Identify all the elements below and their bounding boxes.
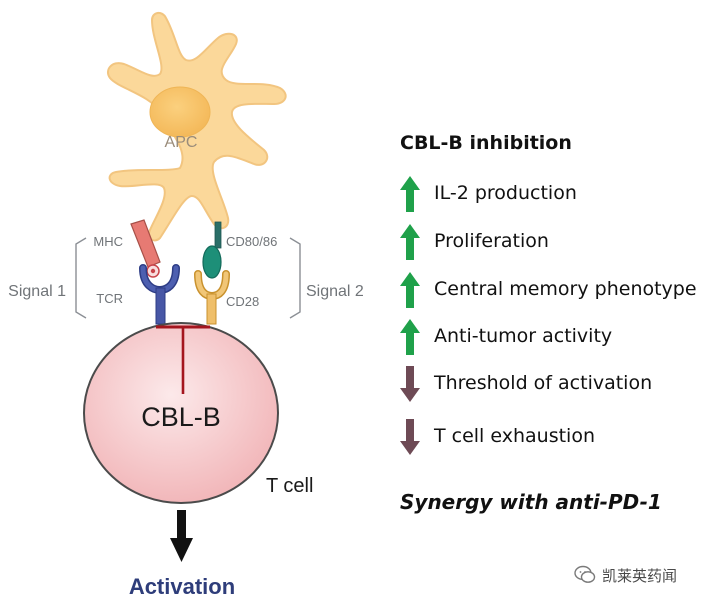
- effect-row-2: Central memory phenotype: [400, 268, 724, 312]
- tcr-label: TCR: [96, 291, 123, 306]
- signal1-label: Signal 1: [8, 283, 66, 300]
- activation-arrow: [170, 510, 193, 562]
- up-arrow-icon: [400, 272, 420, 308]
- wechat-icon: [574, 565, 596, 583]
- down-arrow-icon: [400, 366, 420, 402]
- synergy-text: Synergy with anti-PD-1: [400, 490, 662, 514]
- tcr-molecule: [139, 264, 180, 325]
- effect-row-3: Anti-tumor activity: [400, 315, 724, 359]
- apc-label: APC: [165, 134, 198, 151]
- effect-row-1: Proliferation: [400, 220, 724, 264]
- effect-label: Central memory phenotype: [434, 278, 697, 300]
- activation-label: Activation: [129, 574, 235, 599]
- tcell-label: T cell: [266, 475, 313, 497]
- effect-row-5: T cell exhaustion: [400, 415, 724, 459]
- cd80-86-molecule: [202, 221, 222, 279]
- signal2-bracket: [289, 237, 301, 319]
- signal2-label: Signal 2: [306, 283, 364, 300]
- effect-label: Threshold of activation: [434, 372, 653, 394]
- mhc-label: MHC: [93, 234, 123, 249]
- cblb-label: CBL-B: [141, 402, 221, 432]
- cd28-molecule: [194, 270, 230, 325]
- effect-label: Anti-tumor activity: [434, 325, 613, 347]
- cd80-86-label: CD80/86: [226, 234, 277, 249]
- effect-row-0: IL-2 production: [400, 172, 724, 216]
- apc-nucleus: [149, 86, 211, 138]
- effect-row-4: Threshold of activation: [400, 362, 724, 406]
- up-arrow-icon: [400, 319, 420, 355]
- t-cell: [83, 322, 279, 504]
- signal1-bracket: [75, 237, 87, 319]
- cd28-label: CD28: [226, 294, 259, 309]
- up-arrow-icon: [400, 224, 420, 260]
- effect-label: Proliferation: [434, 230, 549, 252]
- up-arrow-icon: [400, 176, 420, 212]
- effect-label: T cell exhaustion: [434, 425, 595, 447]
- watermark-text: 凯莱英药闻: [602, 566, 678, 585]
- effect-label: IL-2 production: [434, 182, 577, 204]
- down-arrow-icon: [400, 419, 420, 455]
- immune-synapse-diagram: APC MHC TCR CD80/86 CD28 Signal 1 Signal…: [8, 12, 364, 599]
- effects-title: CBL-B inhibition: [400, 132, 572, 154]
- watermark: 凯莱英药闻: [574, 564, 677, 586]
